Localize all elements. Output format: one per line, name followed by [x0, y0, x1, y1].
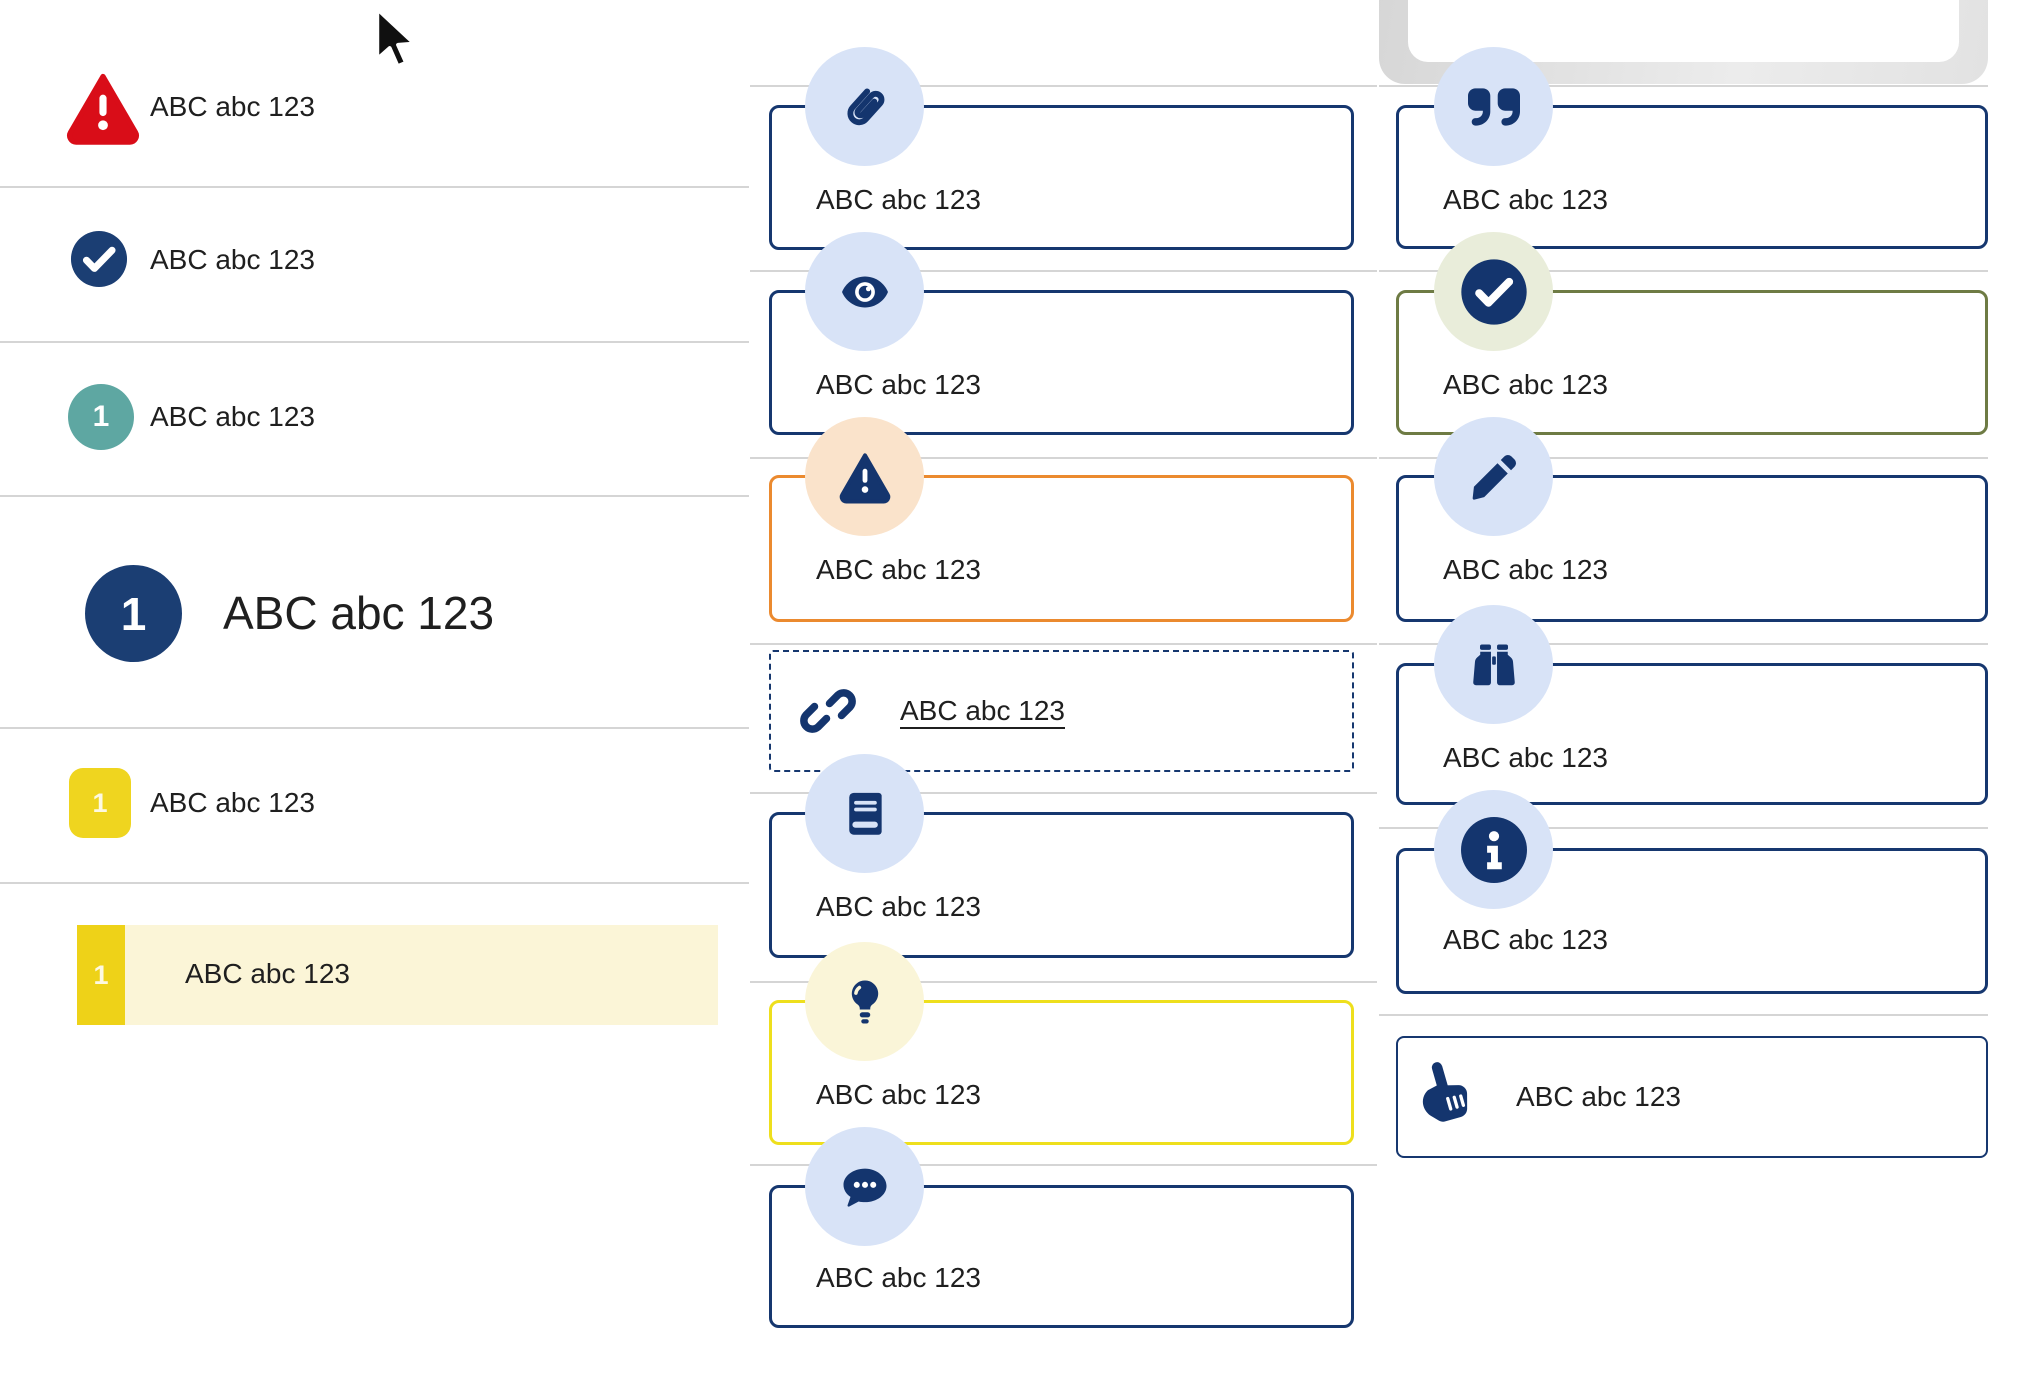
list-item-label: ABC abc 123: [150, 91, 315, 122]
pencil-icon: [1434, 417, 1553, 536]
callout-label: ABC abc 123: [816, 554, 981, 585]
warning-triangle-icon: [805, 417, 924, 536]
link-icon: [798, 681, 858, 741]
quote-icon: [1434, 47, 1553, 166]
callout-label: ABC abc 123: [816, 891, 981, 922]
callout-action-label[interactable]: ABC abc 123: [1516, 1081, 1681, 1112]
number-badge-yellow: 1: [69, 768, 131, 838]
callout-label: ABC abc 123: [816, 369, 981, 400]
list-item-label: ABC abc 123: [150, 787, 315, 818]
warning-triangle-icon: [64, 68, 142, 146]
chat-bubble-icon: [805, 1127, 924, 1246]
callout-label: ABC abc 123: [1443, 742, 1608, 773]
callout-label: ABC abc 123: [1443, 184, 1608, 215]
badge-number: 1: [93, 959, 109, 990]
check-circle-icon: [1434, 232, 1553, 351]
number-stripe-yellow: 1: [77, 925, 125, 1025]
lightbulb-icon: [805, 942, 924, 1061]
left-divider: [0, 727, 749, 729]
right-divider: [1379, 85, 1988, 87]
list-item-heading: ABC abc 123: [223, 587, 495, 639]
left-divider: [0, 495, 749, 497]
book-icon: [805, 754, 924, 873]
badge-number: 1: [120, 587, 147, 640]
right-divider: [1379, 457, 1988, 459]
middle-divider: [750, 85, 1377, 87]
info-icon: [1434, 790, 1553, 909]
right-divider: [1379, 1014, 1988, 1016]
callout-label: ABC abc 123: [1443, 369, 1608, 400]
check-circle-icon: [70, 230, 128, 288]
middle-divider: [750, 643, 1377, 645]
callout-label: ABC abc 123: [816, 184, 981, 215]
badge-number: 1: [92, 787, 108, 818]
paperclip-icon: [805, 47, 924, 166]
middle-divider: [750, 1164, 1377, 1166]
middle-divider: [750, 270, 1377, 272]
left-divider: [0, 341, 749, 343]
hand-pointer-icon: [1413, 1055, 1485, 1127]
callout-label: ABC abc 123: [816, 1262, 981, 1293]
callout-label: ABC abc 123: [816, 1079, 981, 1110]
callout-reference: [769, 812, 1354, 958]
callout-label: ABC abc 123: [1443, 554, 1608, 585]
left-divider: [0, 186, 749, 188]
highlighted-row[interactable]: [125, 925, 718, 1025]
left-divider: [0, 882, 749, 884]
badge-number: 1: [92, 400, 110, 433]
list-item-label: ABC abc 123: [185, 958, 350, 989]
list-item-label: ABC abc 123: [150, 244, 315, 275]
list-item-label: ABC abc 123: [150, 401, 315, 432]
callout-link-box[interactable]: [769, 650, 1354, 772]
number-badge-navy-large: 1: [85, 565, 182, 662]
callout-link-label[interactable]: ABC abc 123: [900, 695, 1065, 726]
callout-label: ABC abc 123: [1443, 924, 1608, 955]
middle-divider: [750, 457, 1377, 459]
binoculars-icon: [1434, 605, 1553, 724]
middle-divider: [750, 792, 1377, 794]
right-divider: [1379, 827, 1988, 829]
scrolled-card-bottom-edge: [1379, 0, 1988, 84]
mouse-cursor: [372, 6, 424, 76]
eye-icon: [805, 232, 924, 351]
middle-divider: [750, 981, 1377, 983]
number-badge-teal: 1: [68, 384, 134, 450]
right-divider: [1379, 270, 1988, 272]
callout-action-box[interactable]: [1396, 1036, 1988, 1158]
right-divider: [1379, 643, 1988, 645]
